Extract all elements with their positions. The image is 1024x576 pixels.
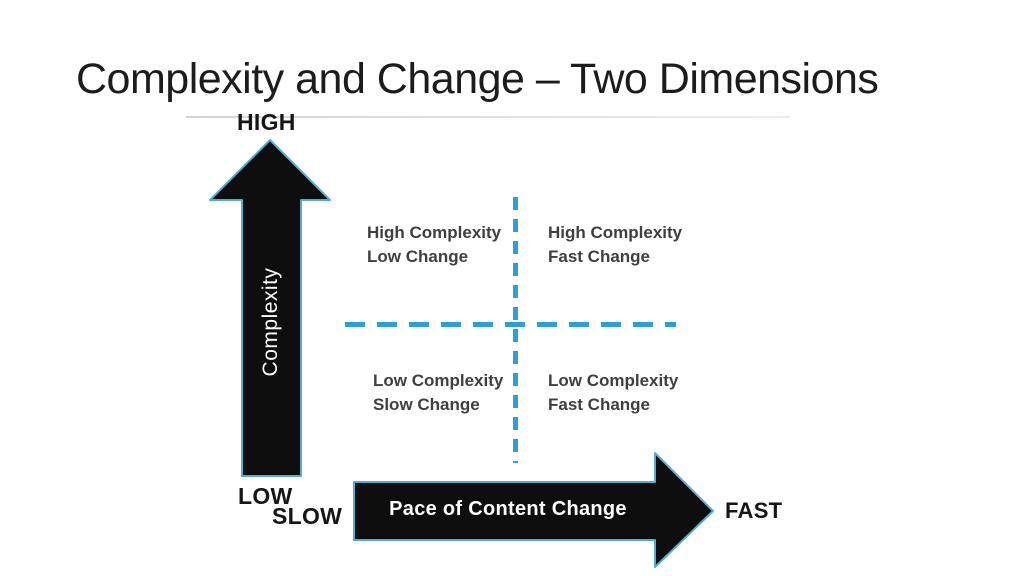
quadrant-divider-horizontal [345, 322, 676, 327]
x-axis-fast-label: FAST [725, 498, 783, 523]
quadrant-line: High Complexity [548, 223, 683, 242]
quadrant-line: Fast Change [548, 247, 651, 266]
quadrant-label-top-right: High Complexity Fast Change [548, 221, 682, 269]
quadrant-line: Low Complexity [373, 371, 504, 390]
y-axis-high-label: HIGH [237, 109, 296, 135]
quadrant-label-bottom-left: Low Complexity Slow Change [373, 369, 503, 417]
slide-title: Complexity and Change – Two Dimensions [76, 55, 879, 103]
quadrant-divider-vertical [513, 197, 518, 463]
diagram-top-border-line [186, 116, 790, 118]
x-axis-slow-label: SLOW [272, 503, 343, 529]
quadrant-line: High Complexity [367, 223, 502, 242]
quadrant-label-bottom-right: Low Complexity Fast Change [548, 369, 678, 417]
y-axis-title: Complexity [259, 267, 282, 377]
quadrant-line: Fast Change [548, 395, 651, 414]
y-axis-low-label: LOW [238, 483, 293, 509]
complexity-up-arrow-icon [209, 139, 331, 477]
quadrant-line: Low Change [367, 247, 469, 266]
quadrant-line: Low Complexity [548, 371, 679, 390]
pace-right-arrow-icon [353, 452, 714, 568]
x-axis-title: Pace of Content Change [389, 498, 627, 520]
quadrant-label-top-left: High Complexity Low Change [367, 221, 501, 269]
quadrant-line: Slow Change [373, 395, 480, 414]
